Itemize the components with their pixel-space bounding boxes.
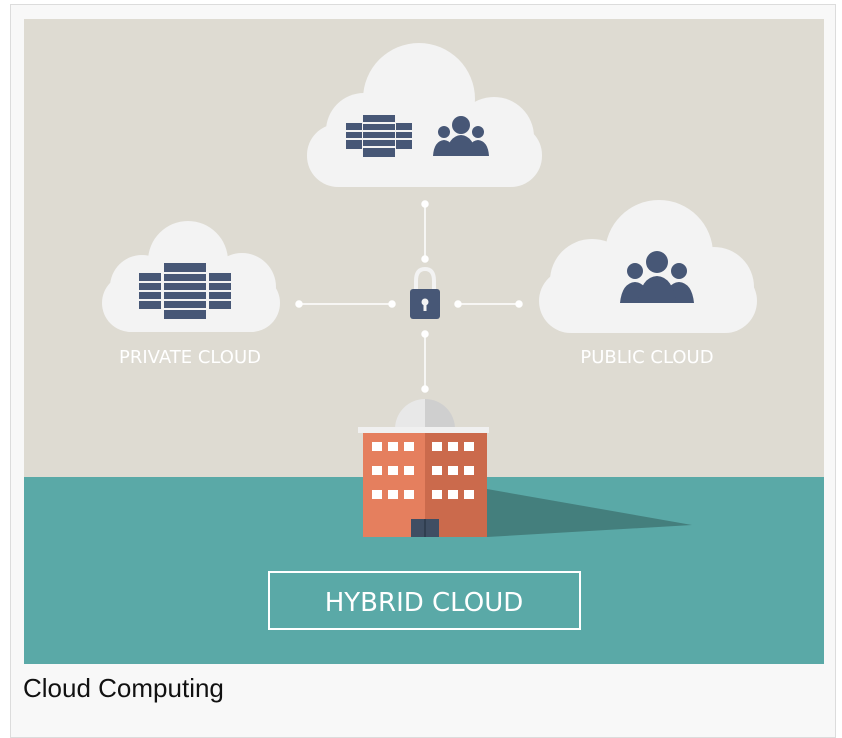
public-cloud-label: PUBLIC CLOUD <box>580 347 713 368</box>
building-icon <box>358 427 489 537</box>
image-card: PRIVATE CLOUD PUBLIC CLOUD <box>10 4 836 738</box>
private-server-icon <box>139 263 231 319</box>
connector-lines <box>295 200 523 393</box>
building-dome <box>395 399 455 429</box>
hybrid-cloud-label: HYBRID CLOUD <box>325 588 524 618</box>
private-cloud-label: PRIVATE CLOUD <box>119 347 261 368</box>
users-icon <box>433 116 489 156</box>
lock-icon <box>410 266 440 319</box>
hybrid-cloud-frame <box>268 571 581 630</box>
server-icon <box>346 115 412 157</box>
building-shadow <box>487 489 692 537</box>
image-caption: Cloud Computing <box>23 673 224 703</box>
public-users-icon <box>620 251 694 303</box>
hybrid-cloud-illustration: PRIVATE CLOUD PUBLIC CLOUD <box>24 19 824 664</box>
